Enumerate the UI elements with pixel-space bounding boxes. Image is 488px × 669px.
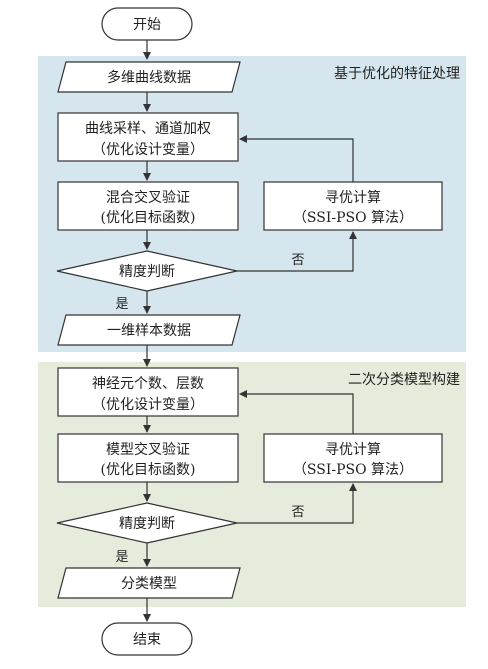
process-model-cv-line2: (优化目标函数) — [101, 462, 196, 478]
end-terminal: 结束 — [101, 622, 193, 656]
decision-accuracy-2-label: 精度判断 — [119, 516, 175, 532]
input-multidim-curve-label: 多维曲线数据 — [107, 69, 191, 86]
process-optimizer-2: 寻优计算 （SSI-PSO 算法） — [263, 433, 443, 483]
edge-label-no-2: 否 — [291, 505, 304, 520]
edge-optimizer2-to-step1 — [239, 390, 354, 434]
start-terminal: 开始 — [101, 7, 193, 41]
process-curve-sampling-line1: 曲线采样、通道加权 — [85, 121, 211, 137]
process-hybrid-cross-validation: 混合交叉验证 (优化目标函数) — [57, 181, 239, 231]
start-label: 开始 — [133, 17, 161, 33]
process-neuron-layers-line2: （优化设计变量） — [92, 397, 204, 413]
optimizer-2-line1: 寻优计算 — [325, 442, 381, 458]
end-label: 结束 — [133, 632, 161, 648]
edge-label-yes-2: 是 — [115, 550, 128, 565]
process-curve-sampling: 曲线采样、通道加权 （优化设计变量） — [57, 112, 239, 162]
optimizer-2-line2: （SSI-PSO 算法） — [293, 462, 413, 478]
process-optimizer-1: 寻优计算 （SSI-PSO 算法） — [263, 181, 443, 231]
edge-optimizer1-to-step1 — [239, 135, 354, 182]
process-hybrid-cv-line2: (优化目标函数) — [101, 210, 196, 226]
decision-accuracy-1-label: 精度判断 — [119, 264, 175, 280]
process-hybrid-cv-line1: 混合交叉验证 — [106, 189, 190, 206]
edge-label-no-1: 否 — [291, 253, 304, 268]
process-model-cv-line1: 模型交叉验证 — [106, 441, 190, 458]
process-curve-sampling-line2: （优化设计变量） — [92, 142, 204, 158]
process-model-cross-validation: 模型交叉验证 (优化目标函数) — [57, 433, 239, 483]
panel-title-classification-model: 二次分类模型构建 — [348, 372, 460, 388]
optimizer-1-line2: （SSI-PSO 算法） — [293, 210, 413, 226]
process-neuron-layers-line1: 神经元个数、层数 — [92, 376, 204, 392]
panel-title-feature-processing: 基于优化的特征处理 — [334, 65, 460, 82]
output-1d-sample-label: 一维样本数据 — [107, 323, 191, 339]
edge-decision2-no — [237, 483, 357, 524]
output-classification-model: 分类模型 — [57, 567, 241, 599]
decision-accuracy-1: 精度判断 — [56, 250, 238, 292]
edge-label-yes-1: 是 — [115, 297, 128, 312]
optimizer-1-line1: 寻优计算 — [325, 190, 381, 206]
output-classification-model-label: 分类模型 — [121, 576, 177, 592]
output-1d-sample-data: 一维样本数据 — [57, 314, 241, 346]
edge-decision1-no — [237, 231, 357, 272]
input-multidim-curve-data: 多维曲线数据 — [57, 61, 241, 93]
process-neuron-layers: 神经元个数、层数 （优化设计变量） — [57, 367, 239, 417]
decision-accuracy-2: 精度判断 — [56, 502, 238, 544]
